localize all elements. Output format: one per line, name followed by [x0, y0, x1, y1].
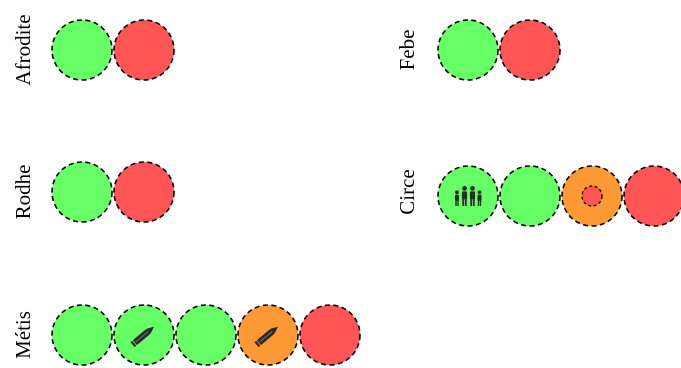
group-febe: Febe: [395, 19, 561, 81]
circle-rodhe-2-red: [113, 161, 175, 223]
pencil-icon: [130, 326, 154, 348]
group-label-metis: Métis: [11, 311, 35, 359]
circle-metis-5-red: [299, 304, 361, 366]
group-circe: Circe: [395, 165, 681, 227]
circle-metis-1-green: [51, 304, 113, 366]
group-label-afrodite: Afrodite: [11, 14, 35, 85]
circle-circe-4-red: [623, 165, 681, 227]
circle-circe-2-green: [499, 165, 561, 227]
circle-metis-3-green: [175, 304, 237, 366]
circle-febe-1-green: [437, 19, 499, 81]
circle-metis-2-green: [113, 304, 175, 366]
circle-afrodite-2-red: [113, 19, 175, 81]
inner-red-dot: [581, 185, 603, 207]
group-label-circe: Circe: [395, 169, 419, 214]
group-label-febe: Febe: [395, 30, 419, 71]
group-metis: Métis: [11, 304, 361, 366]
pencil-icon: [254, 326, 278, 348]
circle-afrodite-1-green: [51, 19, 113, 81]
family-icon: [454, 186, 482, 206]
circle-febe-2-red: [499, 19, 561, 81]
circle-circe-3-orange: [561, 165, 623, 227]
circle-circe-1-green: [437, 165, 499, 227]
group-rodhe: Rodhe: [11, 161, 175, 223]
group-label-rodhe: Rodhe: [11, 165, 35, 220]
circle-rodhe-1-green: [51, 161, 113, 223]
group-afrodite: Afrodite: [11, 14, 175, 86]
circle-metis-4-orange: [237, 304, 299, 366]
